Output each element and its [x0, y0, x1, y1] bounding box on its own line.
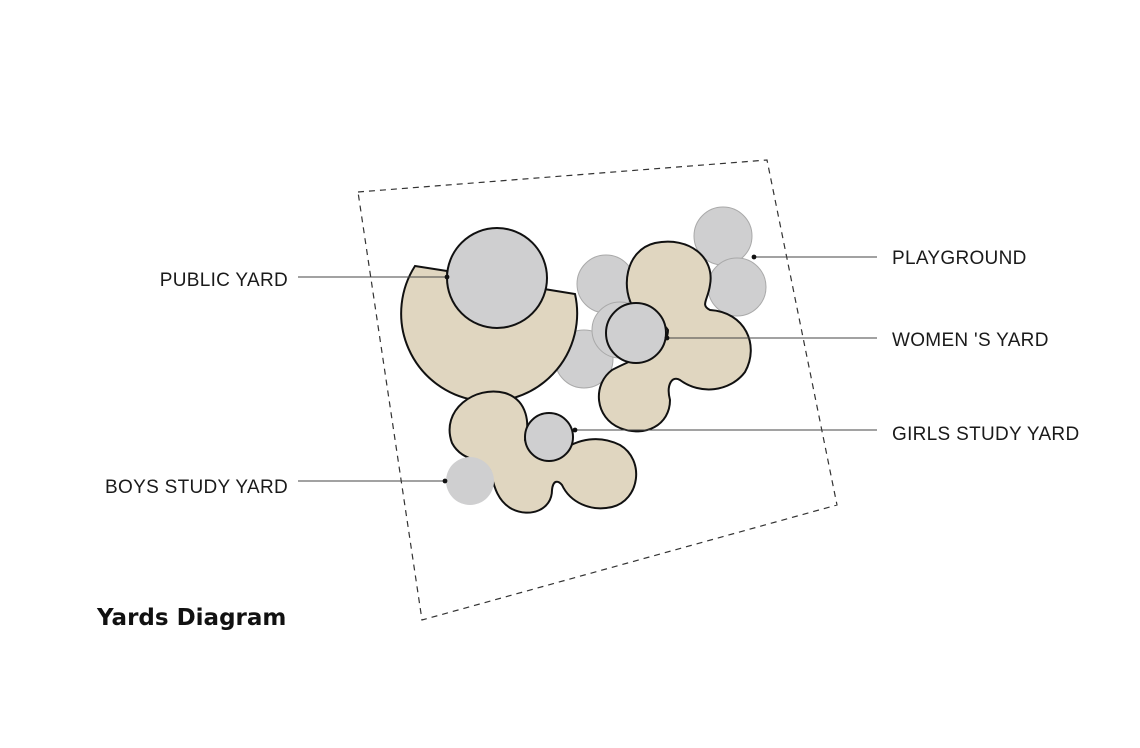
girls-study-circle	[524, 412, 574, 462]
site-boundary	[357, 159, 838, 621]
dot-girls-study-yard	[572, 427, 578, 433]
study-yards-blob	[448, 390, 638, 514]
dot-public-yard	[444, 274, 450, 280]
womens-inner-circle	[605, 302, 667, 364]
dot-playground	[751, 254, 757, 260]
boys-study-circle	[446, 457, 494, 505]
label-public-yard: PUBLIC YARD	[160, 270, 288, 291]
label-boys-study-yard: BOYS STUDY YARD	[105, 477, 288, 498]
dot-womens-yard	[664, 335, 670, 341]
diagram-title: Yards Diagram	[96, 605, 286, 631]
study-yards-lobe	[448, 390, 638, 514]
womens-yard-blob	[597, 240, 752, 433]
label-girls-study-yard: GIRLS STUDY YARD	[892, 424, 1079, 445]
womens-yard-lobe	[597, 240, 752, 433]
leader-lines	[298, 254, 877, 484]
label-playground: PLAYGROUND	[892, 248, 1027, 269]
dot-boys-study-yard	[442, 478, 448, 484]
playground-circle	[707, 257, 767, 317]
label-womens-yard: WOMEN 'S YARD	[892, 330, 1049, 351]
public-yard-circle	[446, 227, 548, 329]
